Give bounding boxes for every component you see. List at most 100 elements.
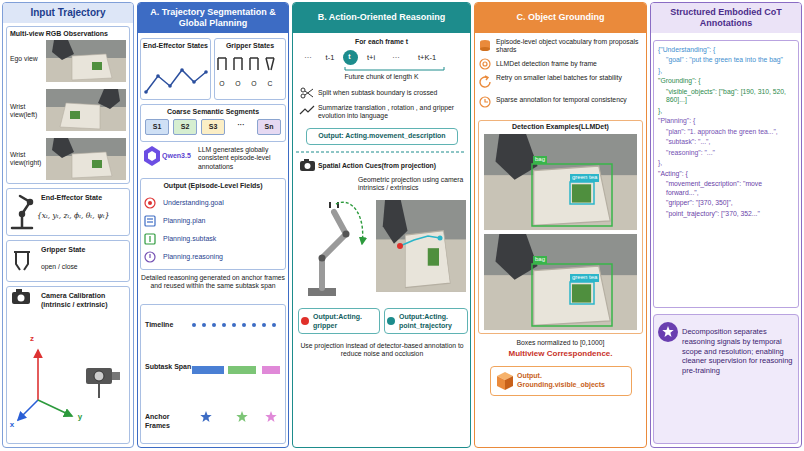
decor-rect bbox=[300, 161, 315, 171]
cube-icon bbox=[497, 372, 513, 390]
subtask-bars bbox=[192, 366, 280, 374]
axis-label: x bbox=[6, 420, 18, 430]
node-text: }, bbox=[658, 67, 794, 75]
step-text: Summarize translation , rotation , and g… bbox=[318, 104, 466, 121]
step-text: Geometric projection using camera intrin… bbox=[358, 176, 466, 193]
calibration-camera bbox=[86, 368, 120, 398]
decor-polygon bbox=[265, 411, 276, 422]
decor-path bbox=[336, 202, 363, 244]
section-title: Spatial Action Cues(from projection) bbox=[318, 162, 466, 170]
decor-rect bbox=[532, 164, 612, 226]
decor-circle bbox=[192, 323, 196, 327]
node-text: "Acting": { bbox=[658, 170, 794, 178]
decor-circle bbox=[94, 371, 104, 381]
decor-path bbox=[345, 67, 444, 70]
frame-label: ··· bbox=[298, 53, 318, 62]
step-text: Retry on smaller label batches for stabi… bbox=[496, 74, 642, 82]
node-text: }, bbox=[658, 159, 794, 167]
decor-rect bbox=[570, 282, 594, 304]
node-text: "gripper": "[370, 350]", bbox=[666, 199, 794, 207]
decor-use bbox=[376, 200, 466, 292]
node-title: t bbox=[343, 53, 356, 62]
decor-polyline bbox=[400, 236, 440, 246]
frame-label: t+K-1 bbox=[408, 53, 446, 62]
decor-line bbox=[38, 400, 72, 416]
decor-rect bbox=[86, 368, 112, 384]
decor-rect bbox=[145, 216, 155, 226]
decor-rect bbox=[112, 372, 120, 380]
qwen-logo bbox=[144, 146, 160, 166]
node-title: B. Action-Oriented Reasoning bbox=[293, 3, 470, 33]
decor-circle bbox=[156, 74, 160, 78]
node-text: "Planning": { bbox=[658, 117, 794, 125]
decor-circle bbox=[145, 198, 155, 208]
decor-circle bbox=[301, 88, 305, 92]
frame-marker: t bbox=[343, 50, 358, 65]
gripper-states bbox=[218, 58, 274, 70]
target-icon bbox=[480, 59, 490, 69]
node-text: }, bbox=[658, 107, 794, 115]
camera-icon bbox=[12, 289, 30, 304]
model-name: Qwen3.5 bbox=[162, 152, 198, 161]
decor-circle bbox=[168, 84, 172, 88]
axis-label: y bbox=[74, 412, 86, 422]
node-title: Output. Grounding.visible_objects bbox=[517, 372, 629, 390]
detection-tag: bag bbox=[533, 156, 547, 164]
decor-circle bbox=[301, 94, 305, 98]
node-title: Gripper State bbox=[41, 246, 127, 255]
node-text: "visible_objects": ["bag": [190, 310, 52… bbox=[666, 88, 794, 105]
decor-rect bbox=[570, 182, 594, 204]
decor-path bbox=[266, 58, 274, 70]
node-text: Planning.plan bbox=[163, 217, 281, 226]
decor-circle bbox=[483, 62, 487, 66]
decor-polygon bbox=[236, 411, 247, 422]
decor-path bbox=[480, 77, 490, 87]
node-text: Ego view bbox=[10, 55, 48, 63]
detection-tag: green tea bbox=[570, 274, 599, 282]
node-title: Gripper States bbox=[217, 42, 283, 51]
decor-circle bbox=[144, 90, 148, 94]
field-icons bbox=[145, 198, 155, 262]
frame-label: t+i bbox=[360, 53, 382, 62]
decor-circle bbox=[305, 163, 311, 169]
summary-fill bbox=[653, 314, 799, 444]
gripper-dot bbox=[301, 317, 309, 325]
decor-circle bbox=[232, 323, 236, 327]
gripper-state: O bbox=[217, 80, 227, 88]
decor-rect bbox=[532, 264, 612, 326]
scissors-icon bbox=[301, 88, 313, 98]
node-text: Planning.reasoning bbox=[163, 253, 281, 262]
decor-circle bbox=[28, 200, 32, 204]
decor-path bbox=[250, 58, 258, 70]
decor-circle bbox=[204, 70, 208, 74]
decor-circle bbox=[438, 236, 443, 241]
node-text: Anchor Frames bbox=[145, 413, 193, 431]
gripper-state: O bbox=[233, 80, 243, 88]
segment: S1 bbox=[145, 119, 169, 135]
state-box: Gripper States bbox=[214, 38, 286, 100]
decor-circle bbox=[180, 68, 184, 72]
node-title: S3 bbox=[202, 123, 224, 132]
node-title: Structured Embodied CoT Annotations bbox=[651, 3, 801, 33]
detection-images bbox=[484, 134, 637, 330]
timeline-dots bbox=[192, 323, 276, 327]
node-text: "subtask": "...", bbox=[666, 138, 794, 146]
decor-line bbox=[18, 400, 38, 420]
robot-arm-icon bbox=[12, 196, 32, 228]
decor-circle bbox=[212, 323, 216, 327]
chunk-bracket bbox=[345, 67, 444, 70]
decor-polyline bbox=[146, 70, 206, 92]
decor-rect bbox=[228, 366, 256, 374]
gripper-icon bbox=[14, 252, 30, 270]
detection-tag: green tea bbox=[570, 174, 599, 182]
node-text: open / close bbox=[41, 263, 127, 271]
decor-circle bbox=[343, 231, 350, 238]
output-box: Output:Acting. gripper bbox=[298, 308, 380, 334]
decor-line bbox=[98, 384, 100, 398]
node-title: Coarse Semantic Segments bbox=[143, 108, 283, 117]
decor-line bbox=[37, 350, 39, 400]
json-box: {"Understanding": {"goal" : "put the gre… bbox=[653, 40, 799, 308]
ee-trajectory bbox=[144, 68, 208, 94]
axis-label: z bbox=[26, 334, 38, 344]
